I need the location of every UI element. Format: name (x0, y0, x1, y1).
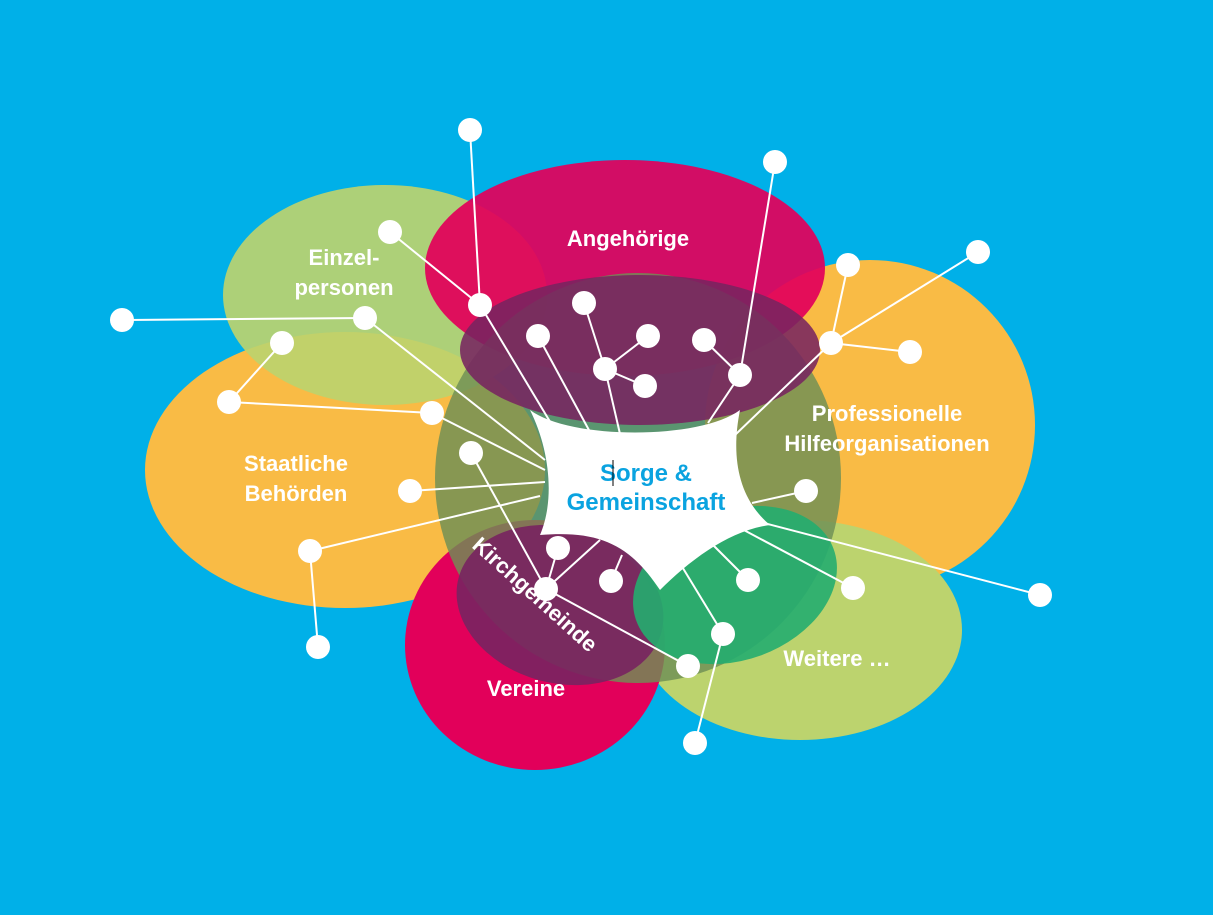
nodes (110, 118, 1052, 755)
ring-top-purple (460, 275, 820, 425)
node[interactable] (217, 390, 241, 414)
label-vereine: Vereine (487, 676, 565, 701)
node[interactable] (1028, 583, 1052, 607)
label-einzelpersonen-2: personen (294, 275, 393, 300)
center-title-line1: Sorge & (600, 460, 692, 487)
center-area (530, 410, 770, 590)
node[interactable] (728, 363, 752, 387)
node[interactable] (458, 118, 482, 142)
node[interactable] (353, 306, 377, 330)
node[interactable] (692, 328, 716, 352)
node[interactable] (841, 576, 865, 600)
node[interactable] (599, 569, 623, 593)
label-staatliche-1: Staatliche (244, 451, 348, 476)
node[interactable] (711, 622, 735, 646)
node[interactable] (593, 357, 617, 381)
node[interactable] (633, 374, 657, 398)
center-title-line2: Gemeinschaft (567, 489, 726, 516)
node[interactable] (546, 536, 570, 560)
node[interactable] (736, 568, 760, 592)
node[interactable] (966, 240, 990, 264)
label-professionelle-1: Professionelle (812, 401, 962, 426)
node[interactable] (468, 293, 492, 317)
node[interactable] (819, 331, 843, 355)
label-professionelle-2: Hilfeorganisationen (784, 431, 989, 456)
node[interactable] (683, 731, 707, 755)
node[interactable] (110, 308, 134, 332)
label-staatliche-2: Behörden (245, 481, 348, 506)
node[interactable] (398, 479, 422, 503)
node[interactable] (794, 479, 818, 503)
ring-bottom-purple (456, 524, 664, 686)
node[interactable] (526, 324, 550, 348)
node[interactable] (534, 577, 558, 601)
node[interactable] (572, 291, 596, 315)
label-weitere: Weitere … (783, 646, 890, 671)
label-angehoerige: Angehörige (567, 226, 689, 251)
label-einzelpersonen-1: Einzel- (309, 245, 380, 270)
node[interactable] (898, 340, 922, 364)
node[interactable] (636, 324, 660, 348)
node[interactable] (420, 401, 444, 425)
node[interactable] (459, 441, 483, 465)
node[interactable] (763, 150, 787, 174)
node[interactable] (676, 654, 700, 678)
node[interactable] (298, 539, 322, 563)
node[interactable] (836, 253, 860, 277)
node[interactable] (270, 331, 294, 355)
node[interactable] (378, 220, 402, 244)
node[interactable] (306, 635, 330, 659)
